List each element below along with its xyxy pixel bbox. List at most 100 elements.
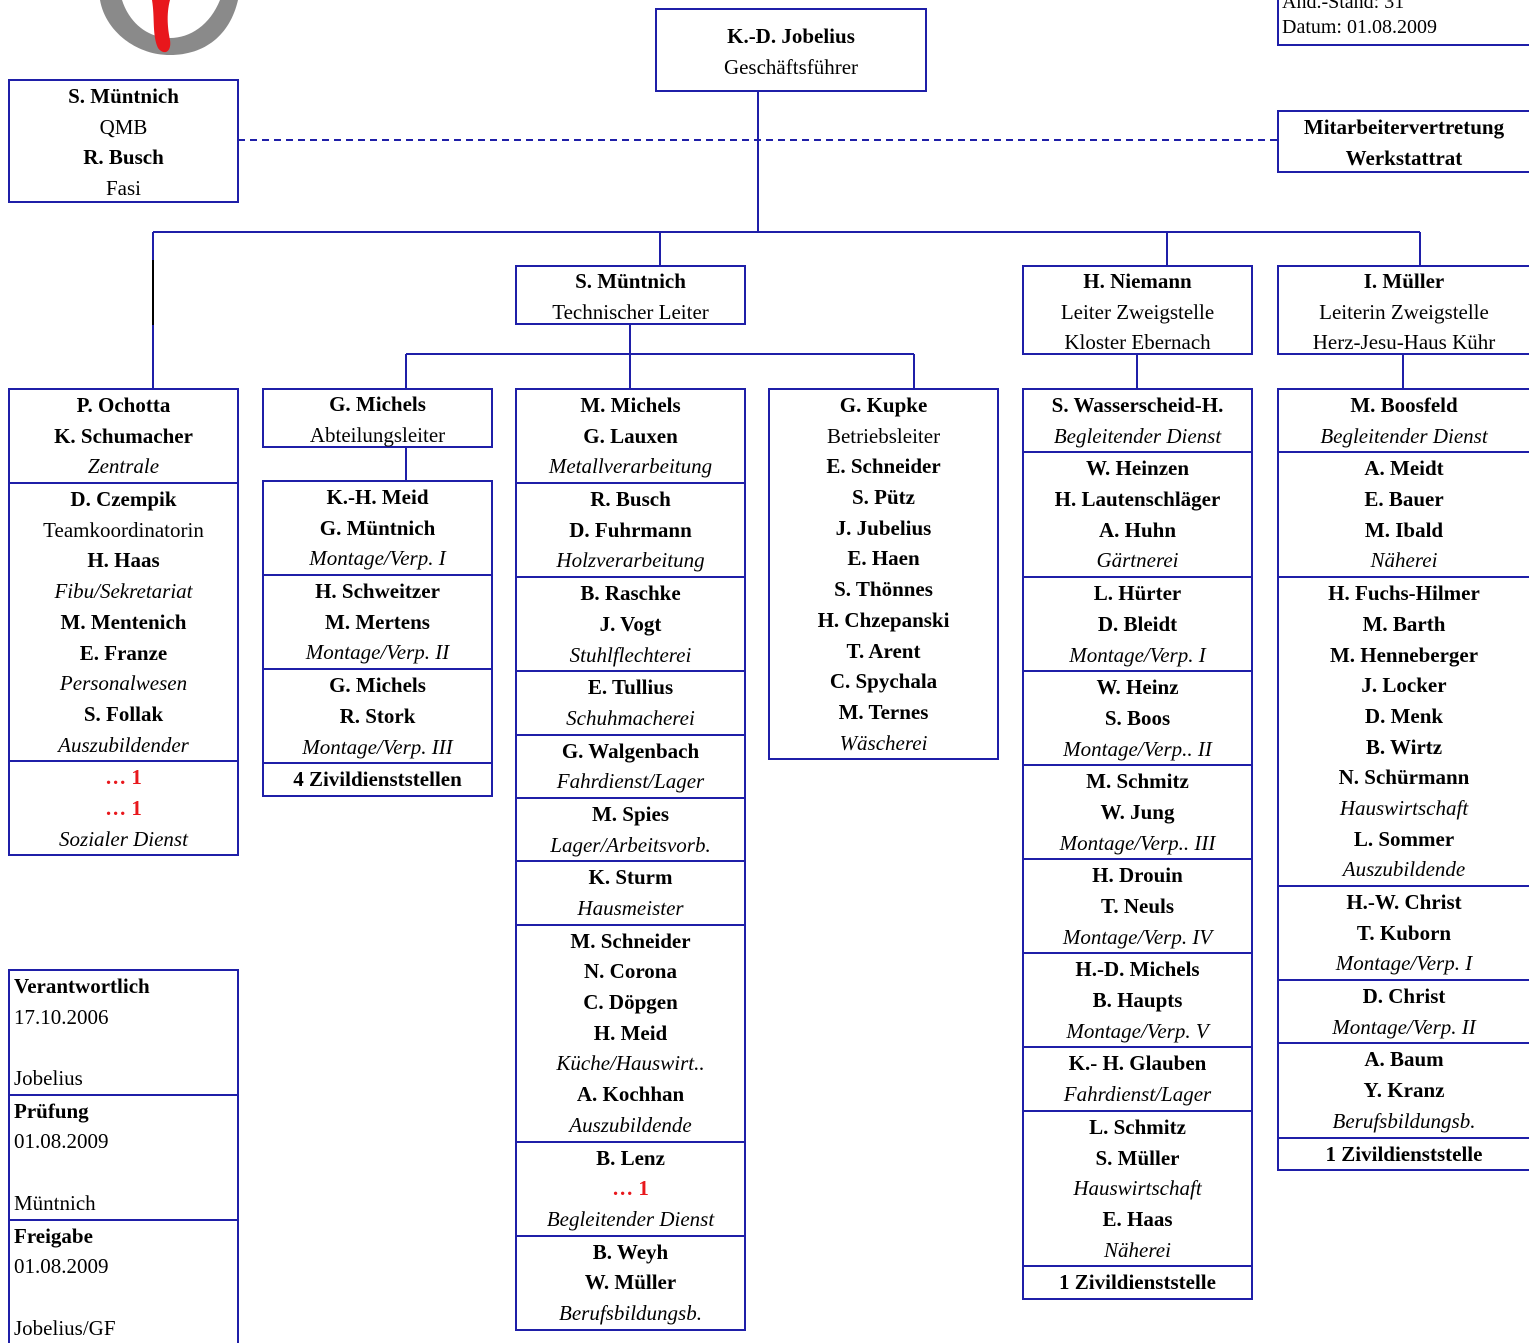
person-name: P. Ochotta <box>10 390 237 421</box>
person-name: R. Busch <box>517 484 744 515</box>
unit-label: Montage/Verp.. III <box>1024 828 1251 859</box>
person-name: L. Hürter <box>1024 578 1251 609</box>
unit-label: Montage/Verp. II <box>264 637 491 668</box>
revision-number: Änd.-Stand: 31 <box>1282 0 1529 15</box>
unit-label: Hauswirtschaft <box>1279 793 1529 824</box>
role-label <box>10 1282 237 1313</box>
unit-label: Lager/Arbeitsvorb. <box>517 830 744 861</box>
person-name: E. Haen <box>770 543 997 574</box>
person-name: M. Boosfeld <box>1279 390 1529 421</box>
person-name: H. Niemann <box>1024 267 1251 298</box>
person-name: M. Michels <box>517 390 744 421</box>
person-name: H. Schweitzer <box>264 576 491 607</box>
role-label: Jobelius <box>10 1063 237 1094</box>
unit-label: Montage/Verp. II <box>1279 1012 1529 1043</box>
person-name: D. Bleidt <box>1024 609 1251 640</box>
person-name: D. Christ <box>1279 981 1529 1012</box>
unit-label: Schuhmacherei <box>517 703 744 734</box>
unit-label: Montage/Verp. V <box>1024 1016 1251 1047</box>
unit-label: Metallverarbeitung <box>517 451 744 482</box>
person-name: Prüfung <box>10 1096 237 1127</box>
person-name: T. Arent <box>770 636 997 667</box>
role-label: Leiterin Zweigstelle <box>1279 298 1529 329</box>
person-name: B. Raschke <box>517 578 744 609</box>
unit-label: Küche/Hauswirt.. <box>517 1048 744 1079</box>
person-name: J. Vogt <box>517 609 744 640</box>
person-name: B. Weyh <box>517 1237 744 1268</box>
unit-label: Montage/Verp. III <box>264 732 491 763</box>
role-label <box>10 1032 237 1063</box>
person-name: H. Drouin <box>1024 860 1251 891</box>
unit-label: Montage/Verp. I <box>1024 640 1251 671</box>
unit-label: Näherei <box>1024 1235 1251 1266</box>
person-name: W. Müller <box>517 1267 744 1298</box>
role-label: Geschäftsführer <box>657 52 925 83</box>
unit-label: Begleitender Dienst <box>517 1204 744 1235</box>
vacancy-count: … 1 <box>517 1173 744 1204</box>
person-name: L. Schmitz <box>1024 1112 1251 1143</box>
person-name: K.-H. Meid <box>264 482 491 513</box>
person-name: G. Lauxen <box>517 421 744 452</box>
unit-label: Personalwesen <box>10 668 237 699</box>
person-name: E. Franze <box>10 638 237 669</box>
person-name: A. Meidt <box>1279 453 1529 484</box>
person-name: C. Döpgen <box>517 987 744 1018</box>
unit-label: Montage/Verp. I <box>264 543 491 574</box>
person-name: H. Fuchs-Hilmer <box>1279 578 1529 609</box>
role-label: Fasi <box>10 173 237 204</box>
person-name: B. Wirtz <box>1279 732 1529 763</box>
person-name: S. Müller <box>1024 1143 1251 1174</box>
person-name: M. Schmitz <box>1024 766 1251 797</box>
person-name: M. Mertens <box>264 607 491 638</box>
person-name: H. Meid <box>517 1018 744 1049</box>
role-label: Abteilungsleiter <box>264 421 491 452</box>
role-label: 01.08.2009 <box>10 1251 237 1282</box>
person-name: M. Ibald <box>1279 515 1529 546</box>
person-name: 1 Zivildienststelle <box>1024 1267 1251 1298</box>
person-name: W. Heinz <box>1024 672 1251 703</box>
unit-label: Zentrale <box>10 451 237 482</box>
role-label <box>10 1157 237 1188</box>
unit-label: Stuhlflechterei <box>517 640 744 671</box>
logo-icon <box>60 0 250 60</box>
person-name: M. Spies <box>517 799 744 830</box>
person-name: K.-D. Jobelius <box>657 21 925 52</box>
person-name: H. Lautenschläger <box>1024 484 1251 515</box>
unit-label: Begleitender Dienst <box>1279 421 1529 452</box>
role-label: QMB <box>10 112 237 143</box>
unit-section: 4 Zivildienststellen <box>264 762 491 795</box>
role-label: Teamkoordinatorin <box>10 515 237 546</box>
person-name: K. Schumacher <box>10 421 237 452</box>
person-name: S. Müntnich <box>517 267 744 298</box>
revision-status: Änd.-Stand: 31 Datum: 01.08.2009 <box>1277 0 1529 46</box>
unit-label: Holzverarbeitung <box>517 545 744 576</box>
person-name: H.-W. Christ <box>1279 887 1529 918</box>
role-label: Technischer Leiter <box>517 298 744 329</box>
unit-label: Berufsbildungsb. <box>517 1298 744 1329</box>
person-name: I. Müller <box>1279 267 1529 298</box>
unit-label: Fahrdienst/Lager <box>517 766 744 797</box>
person-name: Freigabe <box>10 1221 237 1252</box>
person-name: D. Menk <box>1279 701 1529 732</box>
unit-label: Näherei <box>1279 545 1529 576</box>
person-name: G. Walgenbach <box>517 736 744 767</box>
